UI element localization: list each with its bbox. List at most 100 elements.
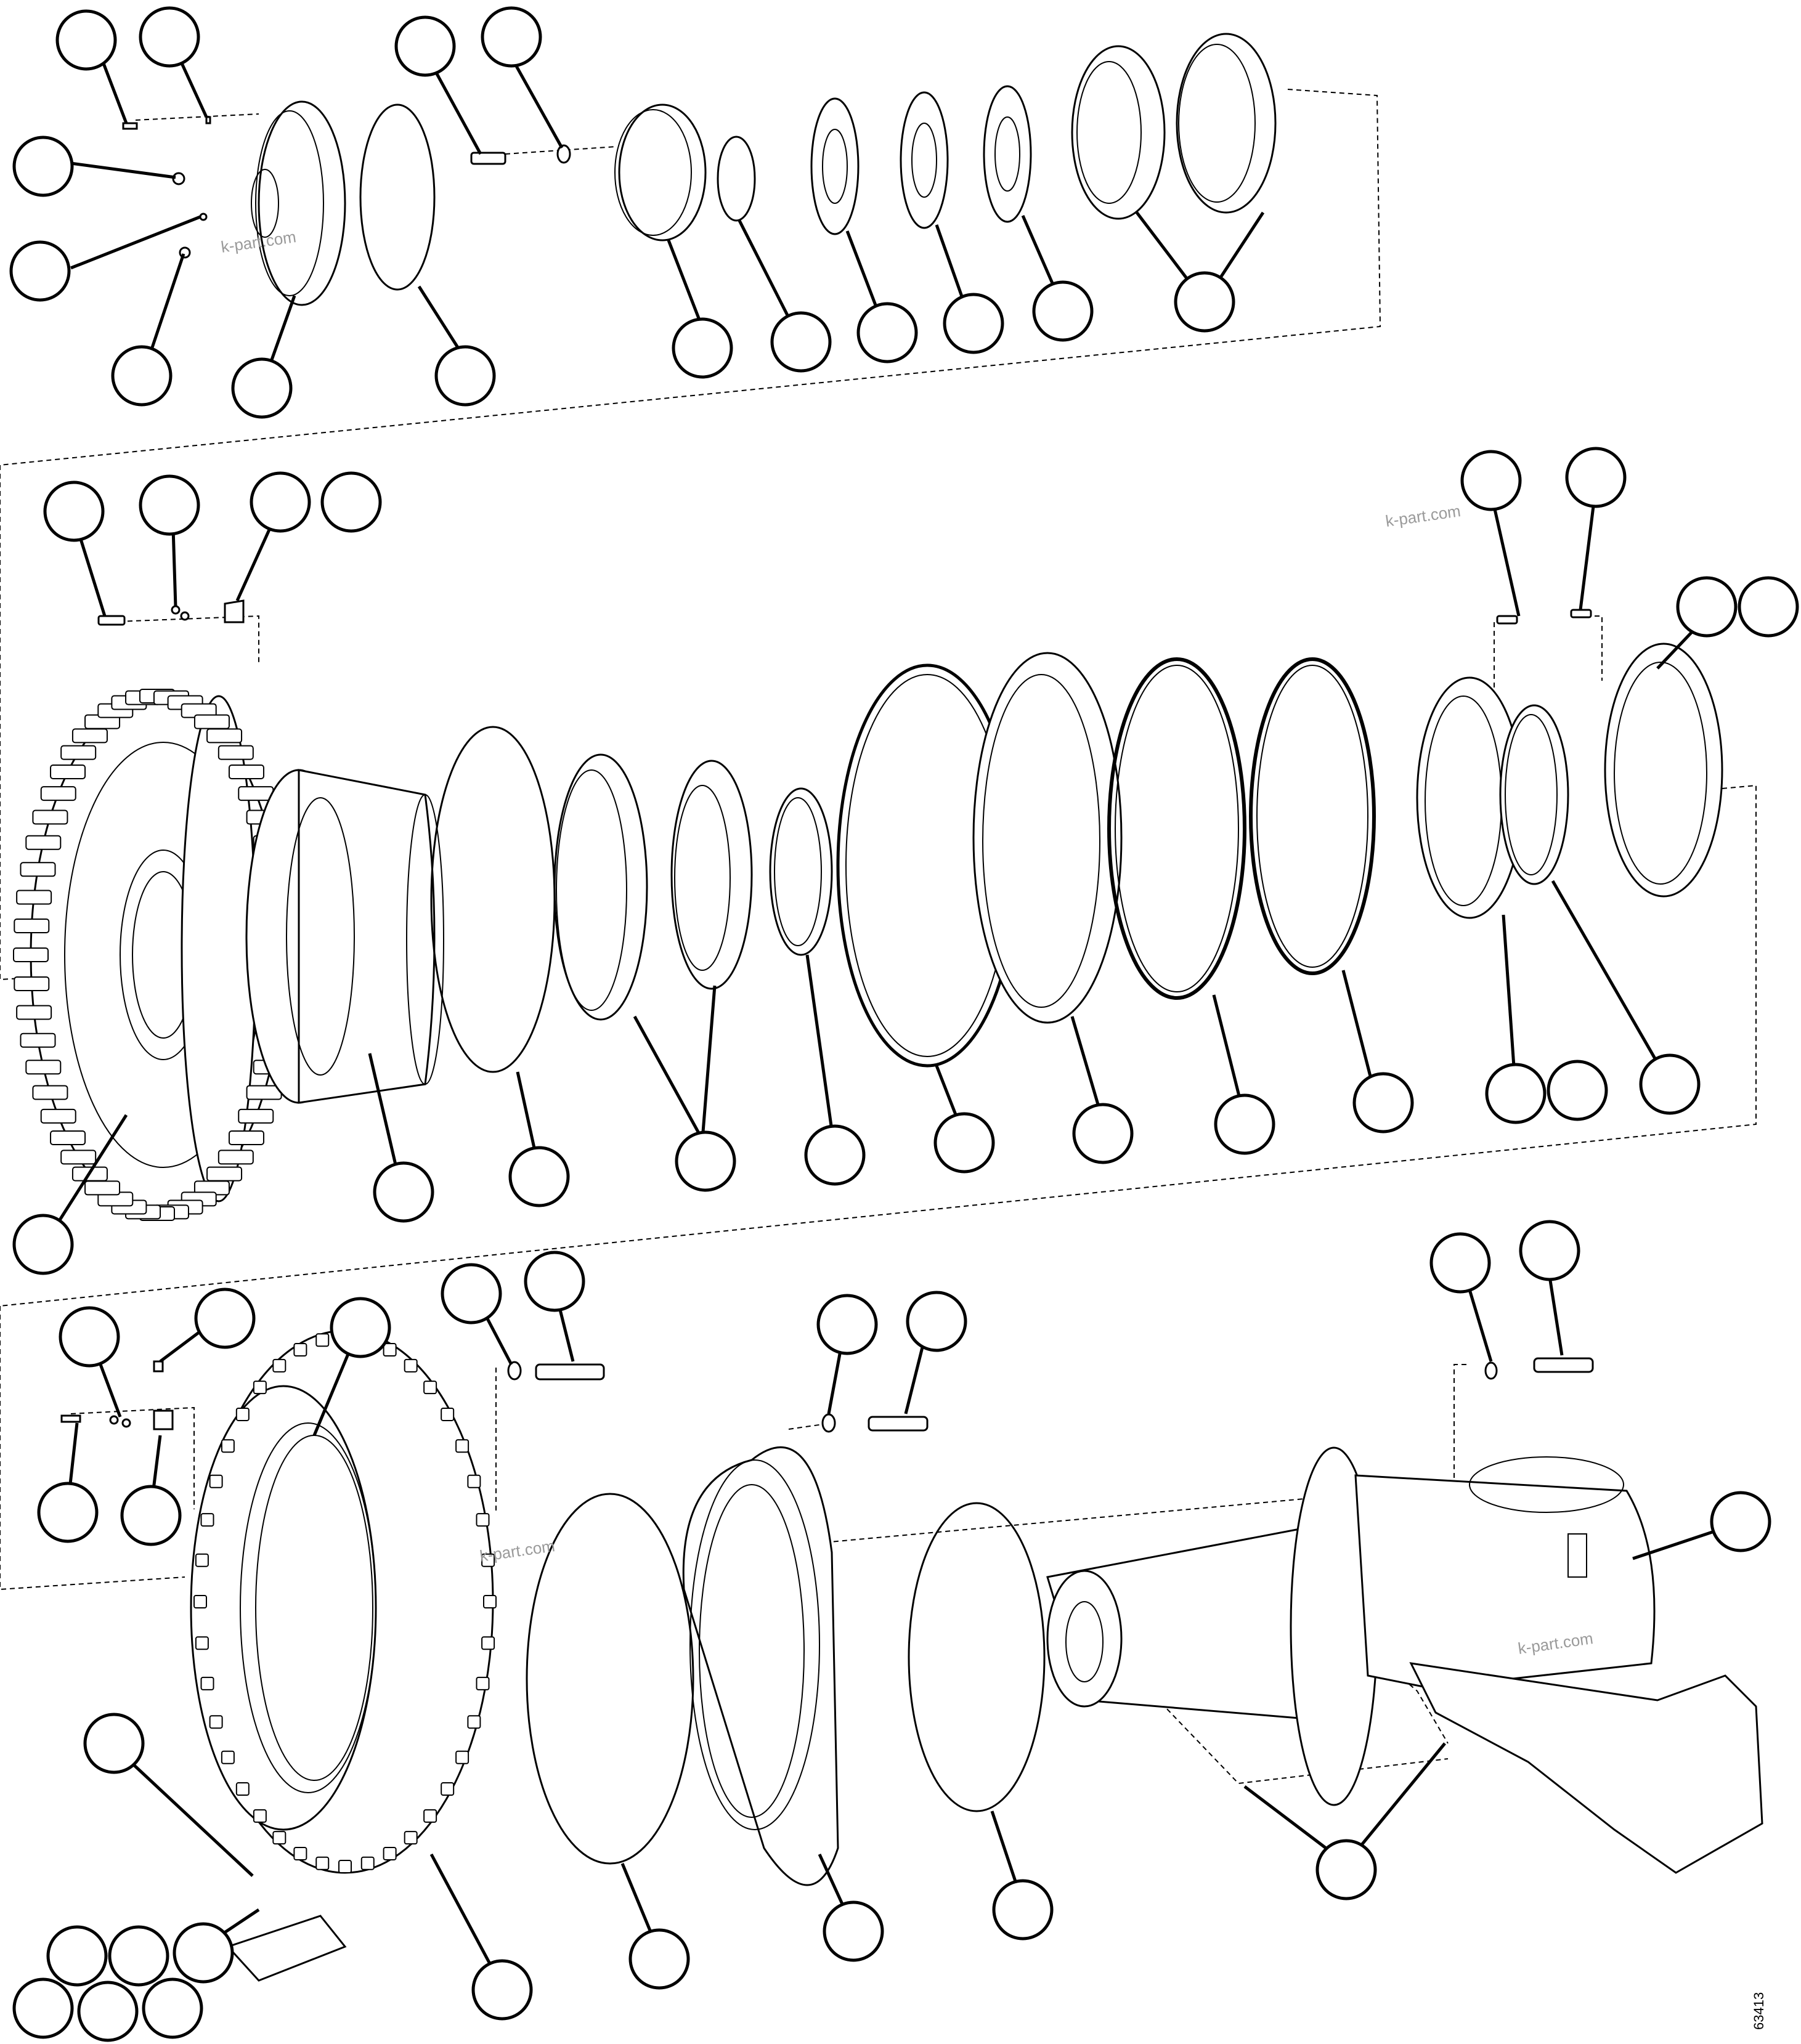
housing-bolt [235,1782,250,1796]
housing-bolt [476,1676,490,1690]
shim-1 [810,97,860,235]
seal [1499,704,1569,885]
housing-bolt [221,1750,235,1764]
callout [471,1959,533,2021]
housing-bolt [338,1860,352,1873]
callout [906,1291,967,1352]
callout [770,311,832,373]
wheel-stud [238,1108,274,1124]
callouts-bottom [12,1220,1771,2042]
watermark-bottom-1: k-part.com [479,1536,556,1565]
section-bottom: k-part.com k-part.com [0,1220,1771,2042]
callout [330,1297,391,1358]
callout [524,1251,585,1312]
callout [173,1922,234,1984]
housing-bolt [467,1474,481,1488]
callout [1738,576,1799,638]
separator-plate [1249,657,1376,975]
callout [675,1130,736,1192]
housing-bolt [253,1381,267,1395]
wheel-stud [20,862,56,877]
o-ring [526,1493,694,1865]
section-bottom-boundary [0,1306,185,1591]
cap-screw [97,615,126,626]
callout [1565,447,1627,508]
callout [1315,1839,1377,1900]
callout [816,1294,878,1355]
wheel-stud [16,890,52,905]
callout [320,471,382,533]
housing-bolt [253,1809,267,1823]
housing-bolt [441,1407,455,1421]
brake-ring [972,652,1123,1024]
wheel-stud [14,918,50,933]
spacer-ring [769,787,833,956]
callout [1460,450,1522,511]
lock-plate [224,599,245,623]
callout [1676,576,1738,638]
housing-bolt [293,1343,307,1357]
wheel-stud [84,1180,121,1196]
callout [394,15,456,77]
callout [373,1161,434,1223]
housing-bolt [483,1595,497,1608]
housing-bolt [272,1358,287,1373]
snap-ring [717,136,756,222]
callout [1032,280,1094,342]
housing-bolt [481,1553,495,1567]
housing-bolt [293,1846,307,1860]
callout [9,240,71,302]
shim-3 [983,85,1032,223]
callout [1639,1053,1701,1115]
housing-bolt [272,1831,287,1845]
bearing-cup [1176,33,1277,214]
wheel-stud [25,1060,62,1075]
cap-screw [1496,615,1518,625]
bearing-cone [1071,45,1166,220]
housing-bolt [209,1715,223,1729]
wheel-stud [206,728,243,744]
watermark-middle: k-part.com [1384,501,1462,530]
housing-bolt [476,1513,490,1527]
wheel-stud [71,728,108,744]
callout [1174,271,1235,333]
wheel-stud [228,1130,264,1145]
seal-ring [908,1502,1046,1812]
housing-bolt [360,1856,375,1870]
lock-washer [556,144,571,164]
callout [1519,1220,1580,1281]
lock-tab [153,1409,174,1430]
section-top-boundary [0,89,1381,466]
callout [481,6,542,68]
callout [1214,1093,1275,1155]
wheel-stud [218,745,254,760]
wheel-stud [20,1032,56,1048]
callout [12,136,74,197]
wheel-hub [13,689,301,1221]
wheel-stud [16,1005,52,1020]
wheel-stud [32,1085,68,1100]
thrust-plate [618,103,707,241]
callout [1710,1491,1771,1552]
bolt [535,1363,605,1381]
callout [933,1112,995,1174]
housing-bolt [441,1782,455,1796]
wheel-stud [193,714,230,729]
housing-bolt [383,1846,397,1860]
callout [12,1977,74,2039]
callouts-top [9,6,1265,419]
wheel-stud [40,786,76,801]
friction-disc [1107,657,1246,1000]
section-middle-boundary-right [0,784,1757,1307]
housing-bolt [404,1358,418,1373]
section-top: k-part.com [0,6,1381,466]
seal-ring [430,726,556,1073]
washer [199,213,208,221]
axle-housing [1046,1446,1763,1874]
housing-bolt [481,1636,495,1650]
housing-bolt [315,1333,330,1347]
drawing-reference: 63413 [1751,1992,1766,2030]
callout [59,1306,120,1368]
housing-bolt [404,1831,418,1845]
callout [1352,1072,1414,1134]
